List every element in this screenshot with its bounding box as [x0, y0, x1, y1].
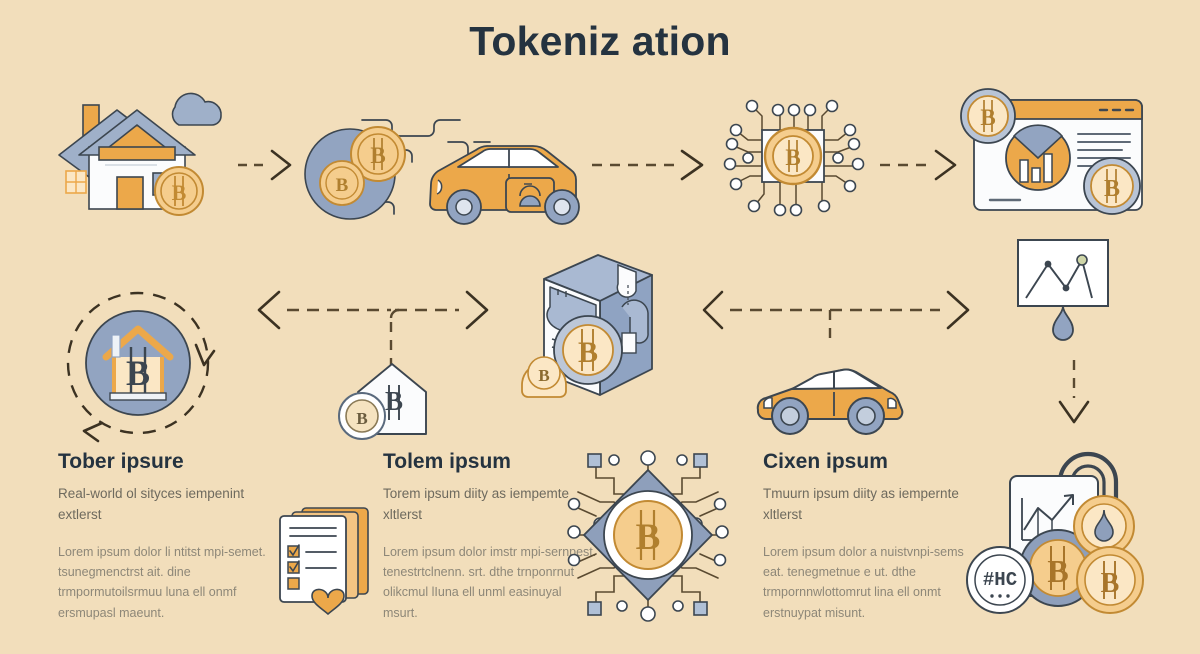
svg-text:#HC: #HC — [983, 569, 1017, 591]
bitcoin-coin-icon: B — [1083, 157, 1141, 215]
column-2-body: Lorem ipsum dolor imstr mpi-sernpest. te… — [383, 544, 597, 620]
padlock-chart-coins-icon: B #HC B — [952, 451, 1152, 624]
dashboard-window-bitcoin-icon: B B — [950, 88, 1155, 223]
car-coins-icon: B B — [298, 92, 580, 225]
liquidity-drop-icon — [1052, 305, 1074, 341]
bitcoin-coin-icon: B — [338, 392, 386, 440]
cloud-icon — [171, 92, 222, 126]
bar-chart-icon — [1019, 153, 1053, 183]
checkbox-icon — [287, 560, 300, 574]
bitcoin-coin-icon: B — [960, 88, 1016, 144]
arrow-vault-to-house-token — [255, 288, 500, 378]
column-3-body: Lorem ipsum dolor a nuistvnpi-sems eat. … — [763, 544, 964, 620]
arrow-car-to-chip — [592, 145, 707, 185]
page-title: Tokeniz ation — [469, 18, 731, 64]
svg-text:B: B — [538, 366, 549, 385]
text-column-3: Cixen ipsum Tmuurn ipsum diity as iemper… — [763, 450, 1063, 623]
car-orange-icon — [752, 358, 917, 438]
arrow-dashboard-to-chart — [1052, 360, 1102, 430]
svg-text:B: B — [785, 145, 800, 170]
column-3-subtitle: Tmuurn ipsum diity as iempernte xltlerst — [763, 486, 959, 522]
column-3-heading: Cixen ipsum — [763, 450, 888, 473]
circuit-nodes — [723, 99, 865, 217]
bitcoin-coin-icon: B — [1076, 546, 1144, 614]
bitcoin-coin-icon: B — [350, 126, 406, 182]
rotation-arrows-icon — [66, 291, 216, 443]
chip-bitcoin-icon: B — [718, 88, 868, 223]
column-1-heading: Tober ipsure — [58, 450, 184, 473]
svg-text:B: B — [370, 143, 385, 168]
circuit-diamond-bitcoin-icon: B — [560, 450, 735, 622]
circuit-traces — [573, 453, 723, 619]
bitcoin-coin-icon: B — [154, 166, 204, 216]
small-house-coin-icon: B B — [328, 358, 438, 443]
drop-token-coin-icon — [1073, 495, 1135, 557]
chart-card-drop-icon — [1012, 236, 1127, 356]
vault-safe-bitcoin-icon: B B — [500, 245, 660, 420]
bitcoin-coin-icon: B — [521, 356, 567, 398]
svg-text:B: B — [336, 175, 349, 196]
heart-icon — [311, 588, 345, 616]
arrow-chart-to-vault — [700, 288, 975, 348]
checklist-document-icon — [272, 500, 382, 616]
arrow-house-to-car — [238, 145, 296, 185]
svg-text:B: B — [578, 336, 598, 369]
checkbox-icon — [287, 544, 300, 558]
text-column-1: Tober ipsure Real-world ol sityces iempe… — [58, 450, 358, 623]
svg-text:B: B — [126, 353, 150, 393]
column-1-body: Lorem ipsum dolor li ntitst mpi-semet. t… — [58, 544, 266, 620]
token-glyph-coin-icon: #HC — [966, 546, 1034, 614]
column-2-heading: Tolem ipsum — [383, 450, 511, 473]
car-icon — [429, 145, 580, 225]
house-property-bitcoin-icon: B — [55, 85, 240, 216]
bitcoin-coin-icon: B — [553, 315, 623, 385]
house-token-circle-icon: B — [58, 285, 223, 445]
svg-text:B: B — [172, 180, 187, 205]
bitcoin-coin-icon: B — [319, 160, 365, 206]
column-1-subtitle: Real-world ol sityces iempenint extlerst — [58, 486, 245, 522]
svg-text:B: B — [980, 105, 995, 130]
svg-text:B: B — [636, 517, 661, 558]
column-2-subtitle: Torem ipsum diity as iempemte xltlerst — [383, 486, 570, 522]
text-column-2: Tolem ipsum Torem ipsum diity as iempemt… — [383, 450, 683, 623]
svg-text:B: B — [385, 386, 403, 416]
svg-text:B: B — [356, 409, 367, 428]
bitcoin-coin-icon: B — [763, 126, 823, 186]
arrow-chip-to-dashboard — [880, 145, 960, 185]
